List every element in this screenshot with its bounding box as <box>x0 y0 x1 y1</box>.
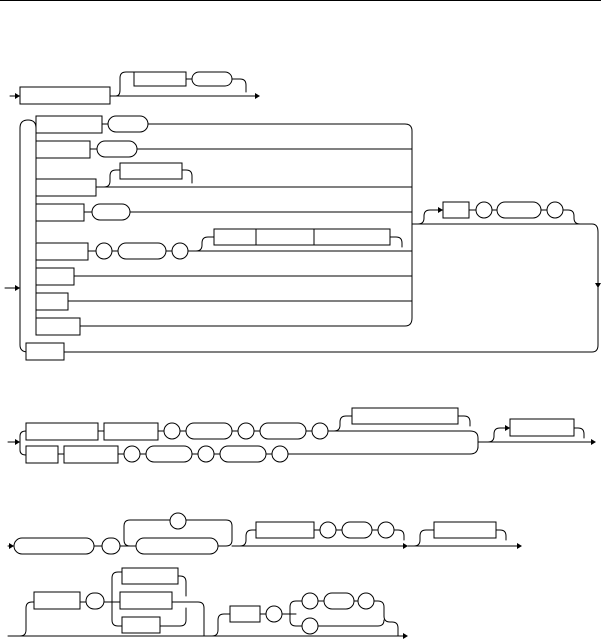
terminal <box>197 445 215 463</box>
terminal <box>96 140 138 158</box>
nonterminal <box>25 422 99 441</box>
nonterminal <box>229 605 261 623</box>
terminal <box>95 242 113 260</box>
nonterminal <box>119 162 183 180</box>
terminal <box>163 422 181 440</box>
terminal <box>169 512 187 530</box>
nonterminal <box>35 292 69 311</box>
nonterminal <box>35 242 89 261</box>
terminal <box>265 605 283 623</box>
terminal <box>271 445 289 463</box>
terminal <box>357 592 375 610</box>
terminal <box>319 521 337 539</box>
lower-block-b <box>7 567 408 639</box>
terminal <box>85 592 105 610</box>
nonterminal <box>19 86 111 105</box>
nonterminal <box>35 178 97 197</box>
nonterminal <box>509 418 575 437</box>
lower-block-a <box>7 512 522 555</box>
nonterminal <box>103 422 159 441</box>
nonterminal <box>63 445 119 464</box>
terminal <box>546 201 564 219</box>
middle-block <box>7 407 596 464</box>
terminal <box>301 592 319 610</box>
terminal <box>13 537 95 555</box>
nonterminal <box>35 267 75 286</box>
terminal <box>91 203 131 221</box>
nonterminal <box>121 616 161 634</box>
nonterminal <box>35 140 91 159</box>
top-rule <box>0 0 601 1</box>
nonterminal <box>33 591 81 610</box>
nonterminal <box>35 317 81 336</box>
terminal <box>311 422 329 440</box>
nonterminal <box>351 407 459 425</box>
terminal <box>259 422 307 440</box>
terminal <box>117 242 167 260</box>
terminal <box>341 521 373 539</box>
terminal <box>135 537 219 555</box>
nonterminal <box>35 115 103 134</box>
terminal <box>237 422 255 440</box>
nonterminal <box>119 591 173 610</box>
terminal <box>301 617 319 635</box>
terminal <box>123 445 141 463</box>
terminal <box>171 242 189 260</box>
terminal <box>496 201 542 219</box>
terminal <box>475 201 493 219</box>
nonterminal <box>213 228 391 246</box>
terminal <box>101 537 121 555</box>
nonterminal <box>433 521 497 539</box>
terminal <box>219 445 267 463</box>
nonterminal <box>25 342 65 361</box>
nonterminal <box>25 445 59 464</box>
terminal <box>185 422 233 440</box>
nonterminal <box>133 71 187 87</box>
nonterminal <box>121 567 179 585</box>
terminal <box>377 521 395 539</box>
nonterminal <box>35 203 85 222</box>
terminal <box>107 115 149 133</box>
nonterminal <box>442 201 470 219</box>
terminal <box>191 71 233 87</box>
terminal <box>323 592 355 610</box>
upper-block <box>4 71 601 361</box>
nonterminal <box>255 521 315 539</box>
terminal <box>145 445 193 463</box>
